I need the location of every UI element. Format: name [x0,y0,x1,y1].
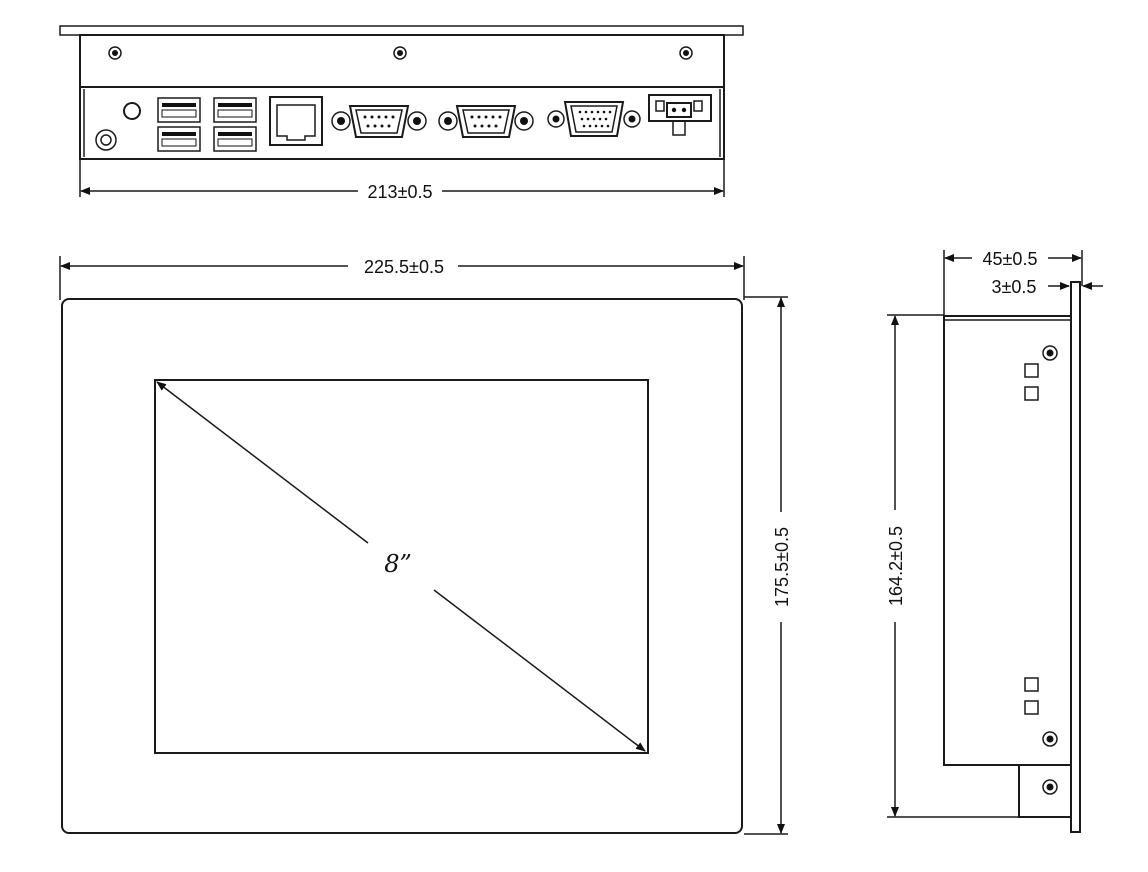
rear-view: 213±0.5 [59,25,744,202]
mounting-screw-icon [1042,731,1058,747]
vga-port-icon [547,101,641,137]
front-bezel [61,298,743,834]
dc-power-terminal-icon [648,94,712,136]
db9-serial-port-icon [331,105,427,138]
usb-port-icon [213,126,257,152]
mounting-slot-icon [1024,363,1039,378]
ground-screw-icon [95,129,117,151]
mounting-slot-icon [1024,700,1039,715]
side-depth-dimension-label: 45±0.5 [983,249,1038,269]
side-housing [943,315,1072,766]
mounting-slot-icon [1024,386,1039,401]
mounting-screw-icon [1042,779,1058,795]
mounting-screw-icon [1042,345,1058,361]
mounting-screw-icon [108,46,122,60]
front-height-dimension-label: 175.5±0.5 [772,527,792,607]
rear-width-dimension-label: 213±0.5 [368,182,433,202]
display-screen [154,379,649,754]
usb-port-icon [157,126,201,152]
mounting-screw-icon [393,46,407,60]
side-bezel-edge [1070,281,1081,833]
side-height-dimension-label: 164.2±0.5 [886,526,906,606]
mounting-screw-icon [679,46,693,60]
screen-diagonal-label: 8” [384,550,412,578]
usb-port-icon [157,97,201,123]
side-view: 45±0.5 3±0.5 164.2±0.5 [886,249,1103,833]
bezel-thickness-dimension-label: 3±0.5 [992,277,1037,297]
audio-jack-icon [123,102,141,120]
front-view: 225.5±0.5 8” 175.5±0.5 [59,256,792,835]
rj45-lan-port-icon [269,96,323,146]
usb-port-icon [213,97,257,123]
db9-serial-port-icon [438,105,534,138]
mounting-slot-icon [1024,677,1039,692]
front-width-dimension-label: 225.5±0.5 [364,257,444,277]
